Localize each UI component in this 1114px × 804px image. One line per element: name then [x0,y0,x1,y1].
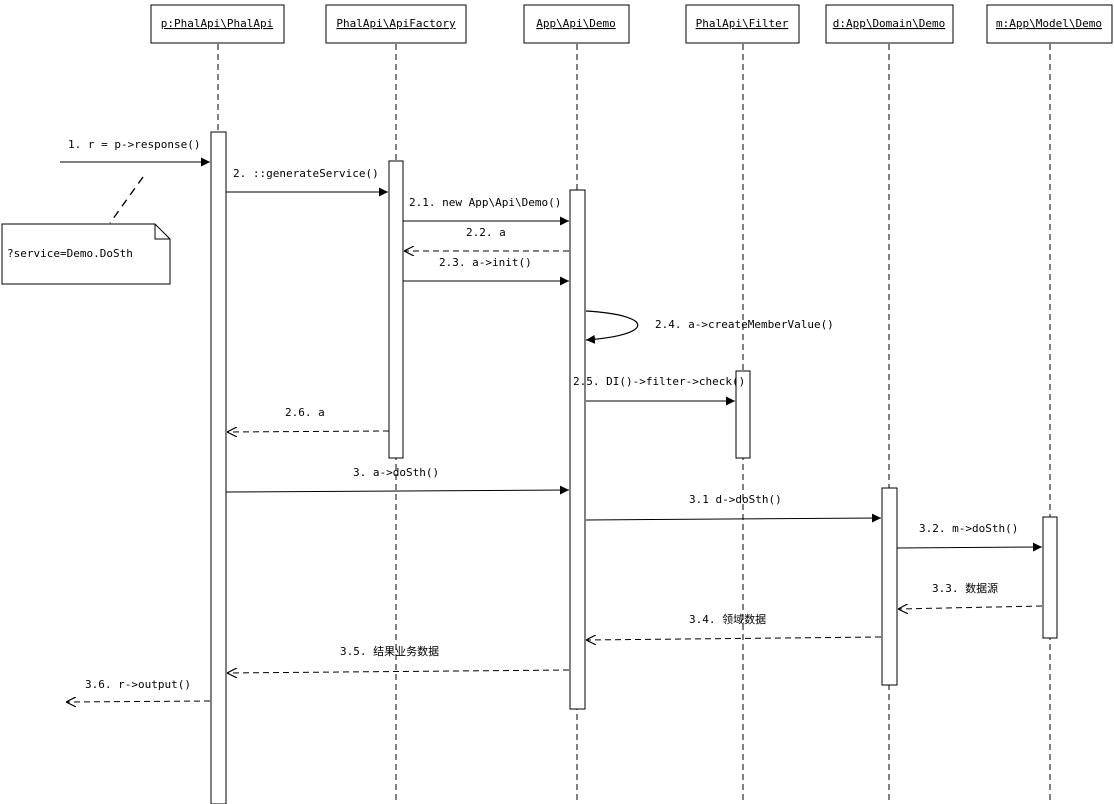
activation-model [1042,516,1058,639]
activation-domain [881,487,898,686]
message-label: 2. ::generateService() [233,167,379,180]
message-label: 3.1 d->doSth() [689,493,782,506]
note: ?service=Demo.DoSth [1,176,171,285]
message-label: 2.5. DI()->filter->check() [573,375,745,388]
note-box [1,223,171,285]
message-label: 3.3. 数据源 [932,581,998,595]
activation-api [569,189,586,710]
participant-label: PhalApi\ApiFactory [336,17,456,30]
message-label: 2.4. a->createMemberValue() [655,318,834,331]
participant-label: p:PhalApi\PhalApi [161,17,274,30]
message-arrow [66,701,211,702]
message-label: 2.1. new App\Api\Demo() [409,196,561,209]
participant-p: p:PhalApi\PhalApi [150,4,285,44]
message-label: 1. r = p->response() [68,138,200,151]
activation-p [210,131,227,804]
participant-domain: d:App\Domain\Demo [825,4,954,44]
message-label: 3. a->doSth() [353,466,439,479]
message-arrow [898,606,1043,609]
message-arrow [585,513,882,523]
note-connector [109,176,144,224]
message-arrow [227,670,570,673]
participant-label: App\Api\Demo [536,17,615,30]
participant-factory: PhalApi\ApiFactory [325,4,467,44]
message-arrow [585,310,639,344]
message-arrow [586,637,882,640]
activations [210,131,1058,804]
message-label: 3.2. m->doSth() [919,522,1018,535]
message-label: 3.4. 领域数据 [689,612,766,626]
message-label: 2.6. a [285,406,325,419]
lifelines [217,44,1051,804]
note-text: ?service=Demo.DoSth [7,247,133,260]
participant-filter: PhalApi\Filter [685,4,800,44]
participant-label: d:App\Domain\Demo [833,17,946,30]
participants: p:PhalApi\PhalApi PhalApi\ApiFactory App… [150,4,1113,44]
note-fold [154,224,170,240]
participant-label: PhalApi\Filter [696,17,789,30]
message-label: 3.5. 结果业务数据 [340,644,439,658]
activation-factory [388,160,404,459]
messages: 1. r = p->response() 2. ::generateServic… [60,138,1043,702]
participant-label: m:App\Model\Demo [996,17,1102,30]
message-arrow [896,542,1043,552]
message-label: 3.6. r->output() [85,678,191,691]
message-label: 2.3. a->init() [439,256,532,269]
message-label: 2.2. a [466,226,506,239]
message-arrow [225,485,570,495]
participant-api: App\Api\Demo [523,4,630,44]
message-arrow [227,431,390,432]
activation-filter [735,370,751,459]
participant-model: m:App\Model\Demo [986,4,1113,44]
